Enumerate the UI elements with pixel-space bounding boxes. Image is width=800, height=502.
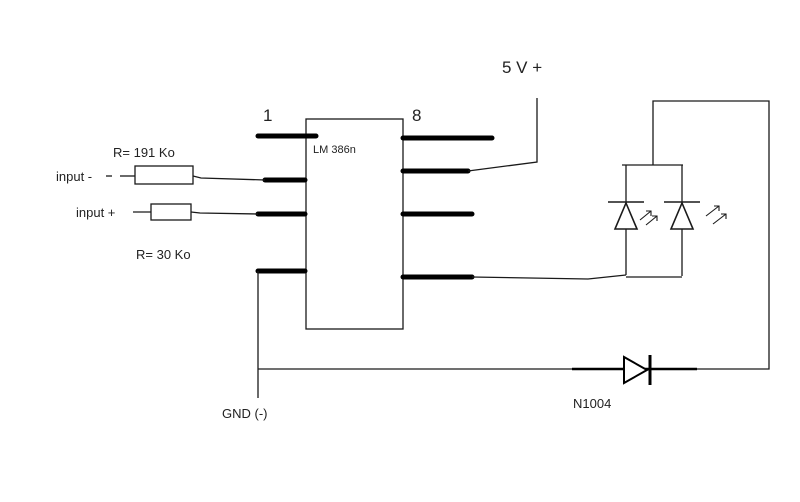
pin8-label: 8: [412, 106, 421, 125]
led-left-light-arrows-icon: [639, 210, 658, 226]
wire-resistor-bottom-to-pin3: [190, 211, 259, 215]
resistor-bottom: [150, 203, 192, 221]
resistor-top: [134, 165, 194, 185]
input-minus-label: input -: [56, 169, 92, 184]
supply-label: 5 V +: [502, 58, 542, 77]
input-plus-label: input +: [76, 205, 115, 220]
led-right-light-arrows-icon: [705, 205, 727, 225]
diode-n1004: [623, 355, 650, 385]
gnd-label: GND (-): [222, 406, 268, 421]
resistor-top-label: R= 191 Ko: [113, 145, 175, 160]
wire-resistor-top-to-pin2: [192, 175, 266, 181]
pin1-label: 1: [263, 106, 272, 125]
resistor-bottom-label: R= 30 Ko: [136, 247, 191, 262]
wire-pin5-to-led: [471, 274, 627, 280]
chip-label: LM 386n: [313, 144, 356, 156]
led-left: [608, 200, 644, 230]
wire-diode-to-led: [652, 100, 770, 370]
led-right: [664, 200, 700, 230]
wire-supply-to-pin7: [467, 98, 538, 172]
diode-label: N1004: [573, 396, 611, 411]
ic-chip-body: [305, 118, 404, 330]
